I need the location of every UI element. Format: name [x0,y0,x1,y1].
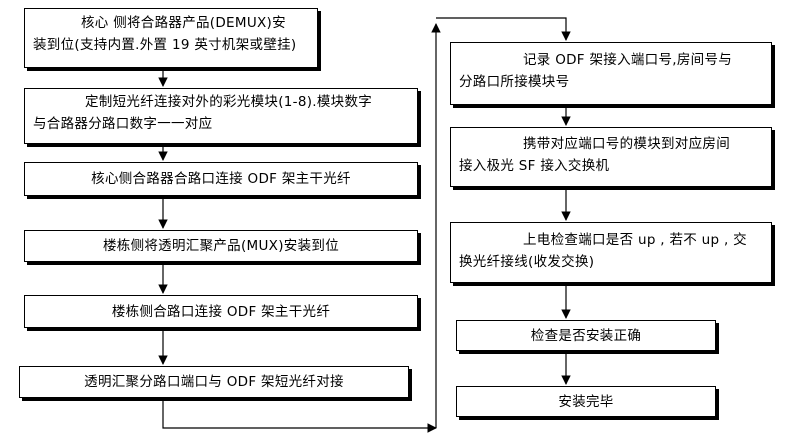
step-text-line: 楼栋侧将透明汇聚产品(MUX)安装到位 [102,238,339,254]
step-text-line: 分路口所接模块号 [459,74,570,90]
step-text-line: 核心侧合路器合路口连接 ODF 架主干光纤 [91,171,351,187]
step-text-line: 装到位(支持内置.外置 19 英寸机架或壁挂) [33,37,297,53]
step-install-complete: 安装完毕 [456,386,716,417]
step-record-odf-port: 记录 ODF 架接入端口号,房间号与 分路口所接模块号 [450,42,772,105]
step-install-mux: 楼栋侧将透明汇聚产品(MUX)安装到位 [24,230,418,262]
arrow-crossover [162,398,437,433]
step-custom-fiber: 定制短光纤连接对外的彩光模块(1-8).模块数字 与合路器分路口数字一一对应 [24,88,418,144]
step-carry-module: 携带对应端口号的模块到对应房间 接入极光 SF 接入交换机 [450,127,772,187]
step-power-check: 上电检查端口是否 up , 若不 up , 交 换光纤接线(收发交换) [450,222,772,283]
step-install-demux: 核心 侧将合路器产品(DEMUX)安 装到位(支持内置.外置 19 英寸机架或壁… [24,8,318,68]
step-verify-install: 检查是否安装正确 [456,320,716,351]
step-text-line: 换光纤接线(收发交换) [459,254,595,270]
step-text-line: 定制短光纤连接对外的彩光模块(1-8).模块数字 [85,94,373,110]
step-text-line: 与合路器分路口数字一一对应 [33,116,213,132]
step-text-line: 检查是否安装正确 [530,328,642,344]
step-text-line: 上电检查端口是否 up , 若不 up , 交 [523,232,747,248]
step-text-line: 核心 侧将合路器产品(DEMUX)安 [81,15,286,31]
arrow-crossover-top [436,17,571,41]
step-text-line: 接入极光 SF 接入交换机 [459,158,610,174]
step-text-line: 楼栋侧合路口连接 ODF 架主干光纤 [111,304,331,320]
step-core-odf: 核心侧合路器合路口连接 ODF 架主干光纤 [24,162,418,196]
step-text-line: 携带对应端口号的模块到对应房间 [523,136,730,152]
step-building-odf: 楼栋侧合路口连接 ODF 架主干光纤 [24,295,418,328]
step-mux-short-fiber: 透明汇聚分路口端口与 ODF 架短光纤对接 [19,366,409,398]
step-text-line: 透明汇聚分路口端口与 ODF 架短光纤对接 [84,374,344,390]
step-text-line: 记录 ODF 架接入端口号,房间号与 [523,52,733,68]
step-text-line: 安装完毕 [558,394,614,410]
